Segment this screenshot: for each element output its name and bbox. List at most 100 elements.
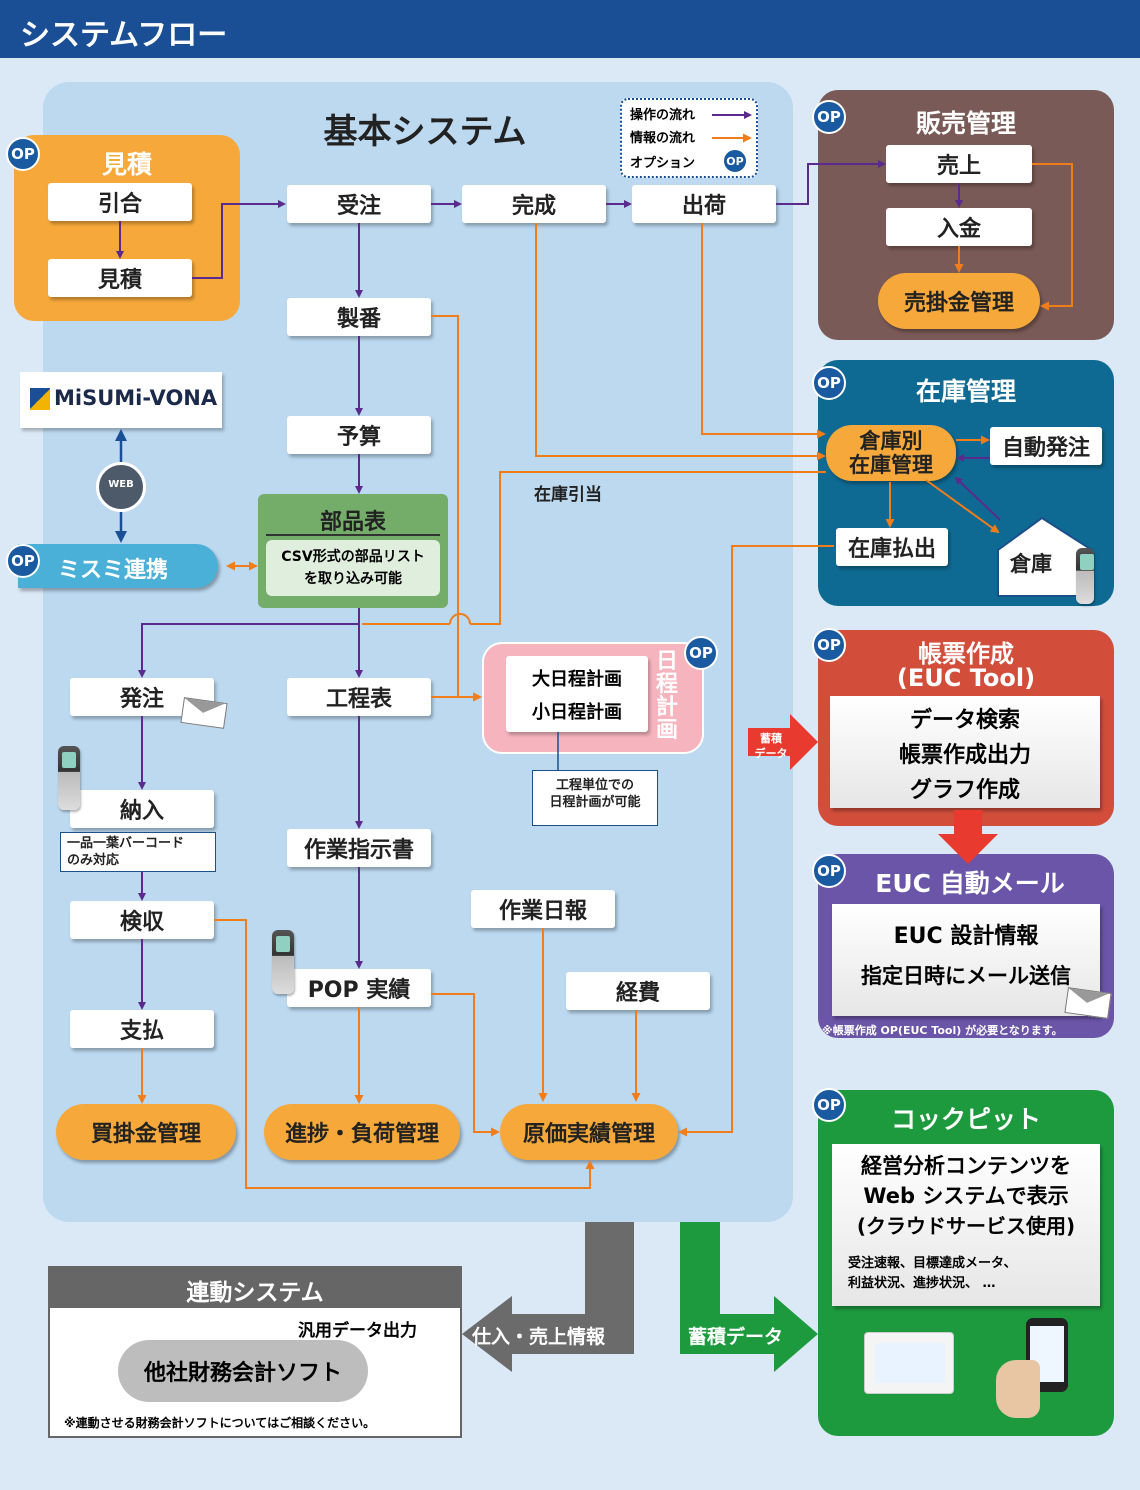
web-globe-icon: WEB xyxy=(96,462,146,512)
auto-order-box[interactable]: 自動発注 xyxy=(990,427,1102,465)
work-order-box[interactable]: 作業指示書 xyxy=(287,829,431,867)
report-op-badge: OP xyxy=(812,628,846,662)
receivables-box[interactable]: 売掛金管理 xyxy=(878,273,1040,329)
misumi-logo-text: MiSUMi-VONA xyxy=(54,386,218,410)
bom-panel: 部品表 CSV形式の部品リスト を取り込み可能 xyxy=(258,494,448,608)
cockpit-op-badge: OP xyxy=(812,1088,846,1122)
report-title-1: 帳票作成 xyxy=(918,640,1014,668)
progress-box[interactable]: 進捗・負荷管理 xyxy=(264,1104,460,1160)
mail-title: EUC 自動メール xyxy=(875,869,1065,898)
misumi-link-label: ミスミ連携 xyxy=(58,558,169,583)
mail-item-send: 指定日時にメール送信 xyxy=(861,964,1071,988)
red-down-arrow xyxy=(938,810,998,864)
generic-output-label: 汎用データ出力 xyxy=(298,1321,417,1341)
smartphone-image xyxy=(1026,1318,1068,1392)
warehouse-inventory-box[interactable]: 倉庫別 在庫管理 xyxy=(826,425,956,481)
hand-shape xyxy=(996,1360,1040,1418)
gray-linkage-arrow xyxy=(462,1222,634,1372)
inventory-op-badge: OP xyxy=(812,366,846,400)
seiban-box[interactable]: 製番 xyxy=(287,298,431,336)
arrow-label-stored-2: データ xyxy=(754,747,788,760)
barcode-note-2: のみ対応 xyxy=(67,852,120,868)
misumi-logo-box: MiSUMi-VONA xyxy=(20,372,222,428)
misumi-logo-icon xyxy=(30,388,50,410)
cockpit-desc-2: Web システムで表示 xyxy=(863,1184,1069,1208)
estimate-title: 見積 xyxy=(101,150,152,179)
sales-title: 販売管理 xyxy=(915,109,1016,138)
bom-note-1: CSV形式の部品リスト xyxy=(281,549,425,565)
red-stored-arrow xyxy=(748,714,818,770)
inventory-title: 在庫管理 xyxy=(915,377,1016,406)
report-items-box: データ検索 帳票作成出力 グラフ作成 xyxy=(830,696,1100,808)
warehouse-inventory-label-1: 倉庫別 xyxy=(859,428,923,453)
mail-note: ※帳票作成 OP(EUC Tool) が必要となります。 xyxy=(822,1024,1063,1037)
budget-box[interactable]: 予算 xyxy=(287,416,431,454)
schedule-op-badge: OP xyxy=(684,636,718,670)
pop-box[interactable]: POP 実績 xyxy=(287,969,431,1007)
schedule-note-2: 日程計画が可能 xyxy=(549,794,641,810)
pop-terminal-icon xyxy=(272,930,294,994)
inspection-box[interactable]: 検収 xyxy=(70,901,214,939)
inventory-alloc-label: 在庫引当 xyxy=(534,485,602,505)
cockpit-desc-box: 経営分析コンテンツを Web システムで表示 (クラウドサービス使用) 受注速報… xyxy=(832,1144,1100,1306)
inventory-issue-box[interactable]: 在庫払出 xyxy=(836,528,948,566)
mail-op-badge: OP xyxy=(812,854,846,888)
cockpit-title: コックピット xyxy=(890,1105,1041,1134)
legend-box: 操作の流れ 情報の流れ オプション OP xyxy=(620,98,758,178)
handheld-terminal-icon xyxy=(1076,548,1094,604)
legend-op-badge: OP xyxy=(722,148,748,174)
accounting-software-oval: 他社財務会計ソフト xyxy=(118,1340,368,1402)
linkage-note: ※連動させる財務会計ソフトについてはご相談ください。 xyxy=(64,1416,376,1430)
daily-report-box[interactable]: 作業日報 xyxy=(471,890,615,928)
ship-box[interactable]: 出荷 xyxy=(632,185,776,223)
cockpit-desc-3: (クラウドサービス使用) xyxy=(856,1214,1076,1238)
schedule-note: 工程単位での 日程計画が可能 xyxy=(532,770,658,826)
linkage-title: 連動システム xyxy=(186,1280,324,1306)
schedule-small: 小日程計画 xyxy=(532,702,622,723)
legend-option: オプション xyxy=(630,156,696,171)
report-item-graph: グラフ作成 xyxy=(909,778,1020,803)
complete-box[interactable]: 完成 xyxy=(462,185,606,223)
warehouse-inventory-label-2: 在庫管理 xyxy=(849,453,933,477)
payables-box[interactable]: 買掛金管理 xyxy=(56,1104,236,1160)
report-title-2: (EUC Tool) xyxy=(896,664,1036,692)
estimate-box[interactable]: 見積 xyxy=(48,259,192,297)
web-globe-label: WEB xyxy=(108,479,134,490)
misumi-link-pill[interactable]: ミスミ連携 xyxy=(18,544,218,588)
linkage-title-bar: 連動システム xyxy=(48,1266,462,1308)
mail-item-design: EUC 設計情報 xyxy=(893,924,1039,949)
page-title: システムフロー xyxy=(20,18,228,53)
receipt-box[interactable]: 入金 xyxy=(886,208,1032,246)
mail-items-box: EUC 設計情報 指定日時にメール送信 xyxy=(832,904,1100,1016)
header-bar: システムフロー xyxy=(0,0,1140,58)
delivery-terminal-icon xyxy=(58,746,80,810)
legend-op-flow: 操作の流れ xyxy=(630,108,696,123)
arrow-label-stored-1: 蓄積 xyxy=(760,732,782,745)
process-table-box[interactable]: 工程表 xyxy=(287,678,431,716)
barcode-note-1: 一品一葉バーコード xyxy=(67,836,185,851)
expense-box[interactable]: 経費 xyxy=(566,972,710,1010)
sales-box[interactable]: 売上 xyxy=(886,145,1032,183)
legend-info-flow: 情報の流れ xyxy=(630,131,696,146)
payment-box[interactable]: 支払 xyxy=(70,1010,214,1048)
report-item-output: 帳票作成出力 xyxy=(898,743,1031,768)
misumi-op-badge: OP xyxy=(6,544,40,578)
report-item-search: データ検索 xyxy=(909,708,1020,733)
warehouse-label: 倉庫 xyxy=(1010,552,1052,576)
order-box[interactable]: 受注 xyxy=(287,185,431,223)
basic-system-title: 基本システム xyxy=(323,112,527,152)
inquiry-box[interactable]: 引合 xyxy=(48,183,192,221)
estimate-op-badge: OP xyxy=(6,137,40,171)
schedule-title: 日程計画 xyxy=(656,649,679,744)
schedule-big: 大日程計画 xyxy=(532,669,622,690)
barcode-note: 一品一葉バーコード のみ対応 xyxy=(60,832,216,872)
schedule-items-box: 大日程計画 小日程計画 xyxy=(506,656,648,732)
delivery-box[interactable]: 納入 xyxy=(70,790,214,828)
cost-box[interactable]: 原価実績管理 xyxy=(500,1104,678,1160)
arrow-label-supply-sales: 仕入・売上情報 xyxy=(472,1326,606,1348)
cockpit-sub-2: 利益状況、進捗状況、 … xyxy=(848,1276,996,1291)
tablet-image xyxy=(864,1332,954,1394)
